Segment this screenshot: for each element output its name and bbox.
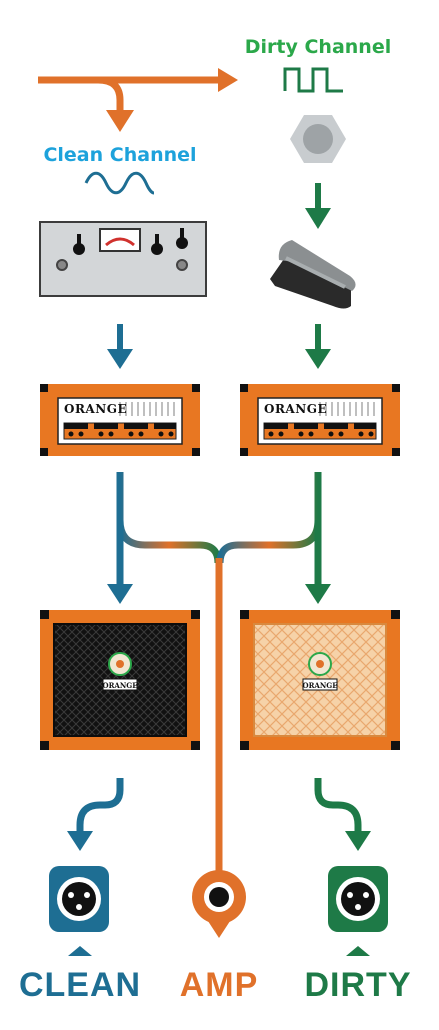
knob-icon[interactable] — [73, 234, 85, 255]
cab-brand-logo: ORANGE — [102, 681, 137, 690]
speaker-cabinet-right: ORANGE — [240, 610, 400, 750]
jack-socket-icon — [176, 259, 188, 271]
amp-head-left: ORANGE — [40, 384, 200, 456]
dirty-pointer-icon — [346, 946, 370, 956]
di-box-icon — [39, 221, 207, 297]
cab-brand-logo: ORANGE — [302, 681, 337, 690]
xlr-connector-icon[interactable] — [49, 866, 109, 932]
clean-arrow-2 — [107, 324, 133, 369]
dirty-arrow-2 — [305, 324, 331, 369]
output-label-clean: CLEAN — [19, 966, 141, 1004]
knob-icon[interactable] — [151, 234, 163, 255]
speaker-cabinet-left: ORANGE — [40, 610, 200, 750]
clean-pointer-icon — [68, 946, 92, 956]
clean-channel-label: Clean Channel — [43, 144, 196, 166]
amp-head-right: ORANGE — [240, 384, 400, 456]
sine-wave-icon — [84, 171, 155, 195]
jack-socket-icon — [56, 259, 68, 271]
output-label-amp: AMP — [180, 966, 259, 1004]
dirty-arrow-3 — [305, 584, 331, 604]
clean-arrow-3 — [107, 584, 133, 604]
blend-routing-lines — [107, 472, 331, 938]
quarter-inch-jack-icon[interactable] — [192, 870, 246, 924]
wah-pedal-icon[interactable] — [270, 240, 356, 309]
dirty-channel-label: Dirty Channel — [245, 36, 391, 58]
footswitch-icon[interactable] — [290, 115, 346, 163]
dirty-arrow-1 — [305, 183, 331, 229]
xlr-connector-icon[interactable] — [328, 866, 388, 932]
square-wave-icon — [283, 67, 343, 93]
knob-icon[interactable] — [176, 228, 188, 249]
amp-brand-logo: ORANGE — [64, 402, 127, 416]
output-label-dirty: DIRTY — [305, 966, 412, 1004]
clean-output-arrow — [67, 778, 124, 851]
input-signal-line — [38, 68, 238, 132]
clean-branch-arrow — [106, 110, 134, 132]
amp-brand-logo: ORANGE — [264, 402, 327, 416]
dirty-output-arrow — [314, 778, 371, 851]
